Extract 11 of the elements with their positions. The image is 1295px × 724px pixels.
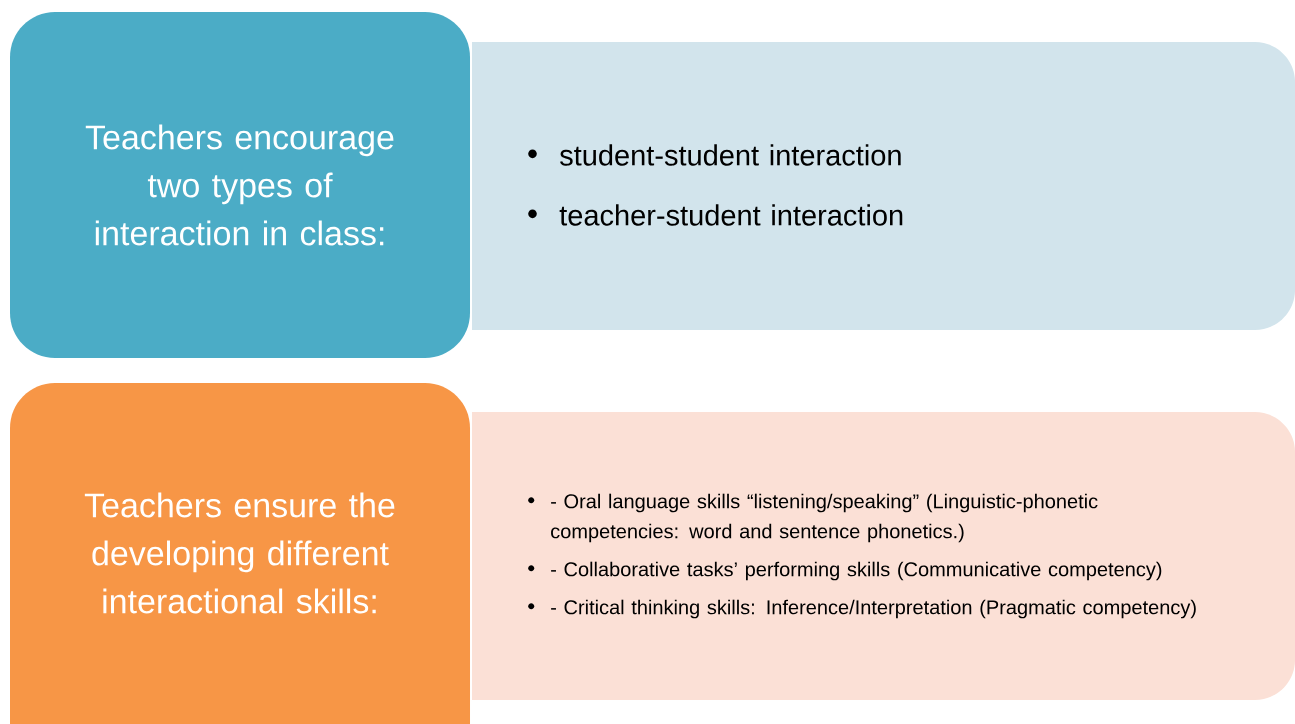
heading-box [10, 12, 470, 358]
heading-box [10, 383, 470, 724]
bullet-item: - Critical thinking skills: Inference/Interpretation (Pragmatic competency) [528, 599, 1196, 619]
heading-text: Teachers ensure the developing different interactional skills: [84, 492, 395, 614]
bullet-item: - Collaborative tasks’ performing skills (Communicative competency) [528, 561, 1162, 581]
bullet-item: teacher-student interaction [528, 204, 903, 226]
list-panel [472, 42, 1295, 330]
bullet-item: - Oral language skills “listening/speaking” (Linguistic-phonetic competencies: word and sentence phonetics.) [528, 493, 1098, 543]
list-panel [472, 412, 1295, 700]
bullet-item: student-student interaction [528, 144, 901, 166]
heading-text: Teachers encourage two types of interaction in class: [85, 124, 394, 246]
